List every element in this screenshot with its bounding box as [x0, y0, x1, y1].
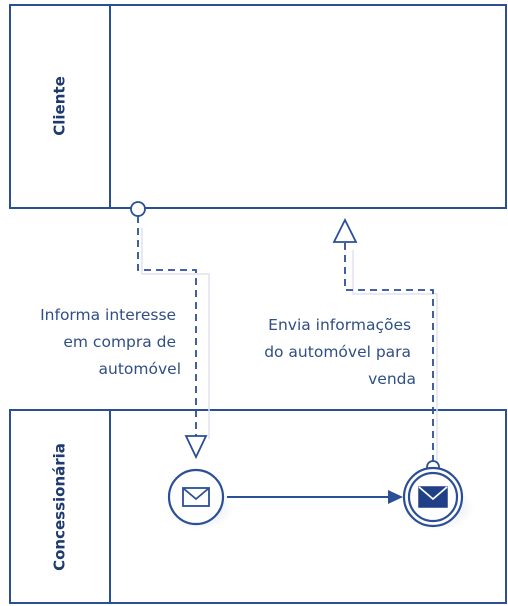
message-flow-interest[interactable]	[130, 201, 210, 460]
message-flow-interest-label-line-2: em compra de	[63, 333, 176, 351]
envelope-icon	[182, 487, 210, 507]
sequence-flow-arrowhead	[388, 490, 403, 504]
sequence-flow[interactable]	[227, 490, 403, 504]
message-flow-info[interactable]	[332, 217, 440, 474]
message-flow-interest-source-circle	[130, 201, 146, 217]
message-flow-info-label-line-3: venda	[368, 370, 416, 388]
message-flow-info-label-line-1: Envia informações	[268, 316, 411, 334]
message-flow-info-arrowhead	[332, 217, 358, 243]
message-flow-info-label: Envia informações do automóvel para vend…	[264, 316, 416, 388]
filled-envelope-icon	[418, 486, 448, 508]
message-flow-interest-label: Informa interesse em compra de automóvel	[40, 306, 181, 378]
message-flow-interest-line	[137, 216, 197, 436]
message-flow-info-shadow	[352, 250, 438, 466]
pool-cliente[interactable]: Cliente	[9, 4, 507, 209]
message-flow-info-label-line-2: do automóvel para	[264, 343, 411, 361]
message-start-event[interactable]	[166, 468, 234, 530]
message-flow-info-line	[344, 242, 434, 462]
message-flow-interest-label-line-3: automóvel	[99, 360, 181, 378]
pool-cliente-border	[9, 4, 507, 209]
message-intermediate-throw-event[interactable]	[402, 466, 474, 531]
message-flow-interest-label-line-1: Informa interesse	[40, 306, 176, 324]
pool-cliente-label: Cliente	[51, 76, 69, 136]
message-flow-interest-arrowhead	[184, 435, 208, 460]
message-flow-interest-shadow	[141, 228, 210, 439]
pool-concessionaria-label: Concessionária	[51, 443, 69, 571]
